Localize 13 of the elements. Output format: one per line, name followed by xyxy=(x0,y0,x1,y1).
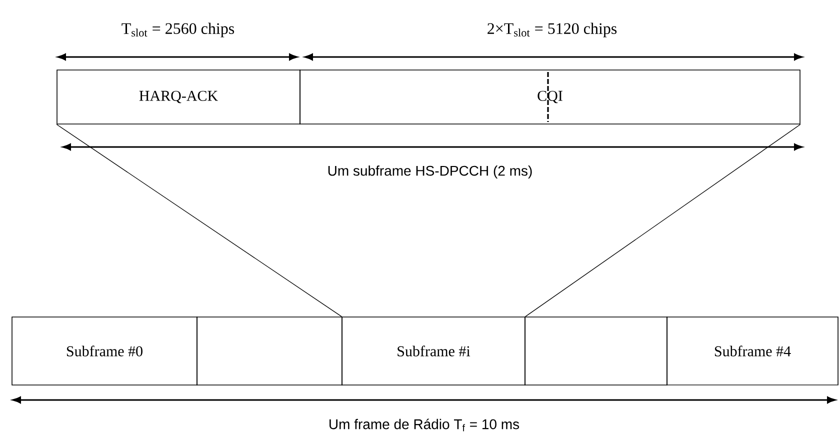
field-box: Subframe #4 xyxy=(666,316,838,386)
field-box: HARQ-ACK xyxy=(56,70,300,124)
dimension-label: Um frame de Rádio T$_{f}$ = 10 ms xyxy=(330,418,520,432)
empty-box xyxy=(524,316,668,386)
connector-line xyxy=(56,124,342,317)
connector-line xyxy=(525,124,801,317)
field-box: CQI xyxy=(300,70,800,124)
field-box: Subframe #0 xyxy=(12,316,198,386)
dimension-label: Um subframe HS-DPCCH (2 ms) xyxy=(328,165,532,179)
empty-box xyxy=(196,316,342,386)
field-box: Subframe #i xyxy=(342,316,526,386)
dimension-label: T$_{slot}$ = 2560 chips xyxy=(122,22,234,38)
dimension-label: 2×T$_{slot}$ = 5120 chips xyxy=(488,22,617,38)
